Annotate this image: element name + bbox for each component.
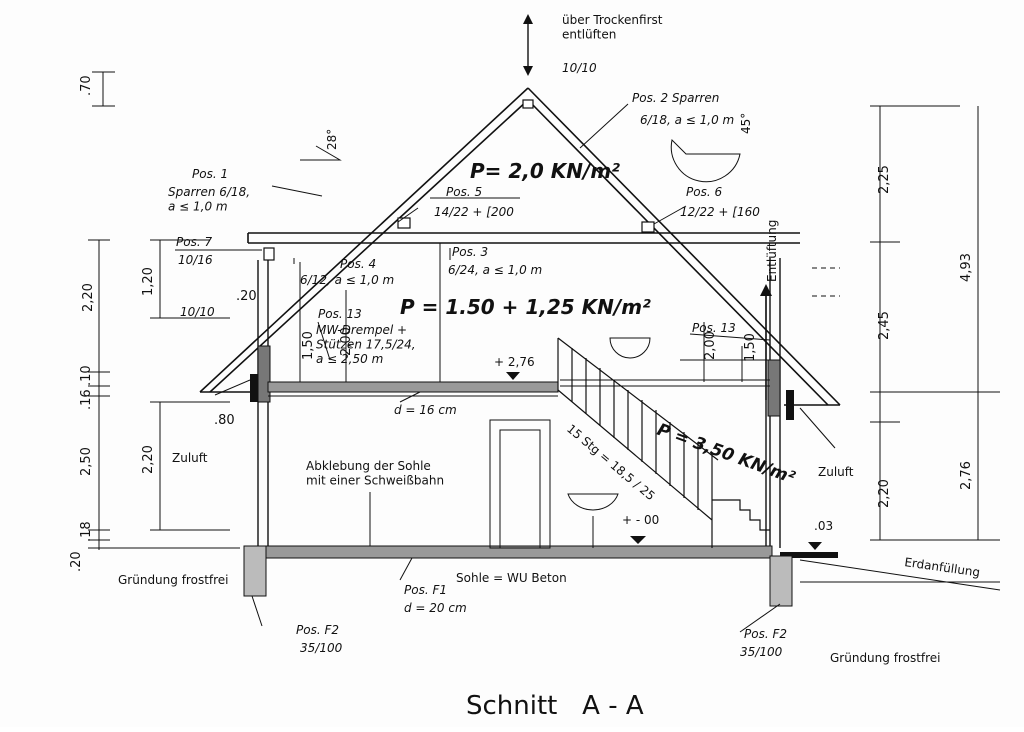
foundation-left-label: Gründung frostfrei xyxy=(118,573,229,587)
upper-floor-slab xyxy=(267,381,559,393)
level-marker-ground xyxy=(630,536,646,544)
foundation-left xyxy=(243,545,267,597)
dim-left-1: 1,20 xyxy=(141,267,156,296)
posF1-detail: d = 20 cm xyxy=(404,601,467,615)
supply-air-left: Zuluft xyxy=(172,451,208,465)
pos7-detail: 10/16 xyxy=(178,253,213,267)
pos3-label: Pos. 3 xyxy=(452,245,488,259)
pos6-detail: 12/22 + [160 xyxy=(680,205,760,219)
pos13-left-label: Pos. 13 xyxy=(318,307,362,321)
pos1-detail: Sparren 6/18,a ≤ 1,0 m xyxy=(168,185,250,213)
load-floor: P = 1.50 + 1,25 KN/m² xyxy=(400,295,651,319)
dim-right-inner-0: 2,25 xyxy=(877,165,892,194)
outside-slab xyxy=(780,552,838,558)
pos7-label: Pos. 7 xyxy=(176,235,212,249)
drempel-right xyxy=(767,359,781,417)
posF2-left-detail: 35/100 xyxy=(300,641,343,655)
pos1-label: Pos. 1 xyxy=(192,167,228,181)
leader-lines xyxy=(175,103,836,633)
dim-right-outer-1: 2,76 xyxy=(959,461,974,490)
posF2-right-detail: 35/100 xyxy=(740,645,783,659)
small-10-10: 10/10 xyxy=(180,305,215,319)
ridge-purlin xyxy=(522,99,534,109)
dim-right-outer-0: 4,93 xyxy=(959,253,974,282)
backfill-label: Erdanfüllung xyxy=(904,555,981,579)
pos5-detail: 14/22 + [200 xyxy=(434,205,514,219)
dim-left-0: .70 xyxy=(79,75,94,96)
eave-block-right xyxy=(786,390,794,420)
dim-left-7: 2,20 xyxy=(141,445,156,474)
level-upper: + 2,76 xyxy=(494,355,535,369)
dim-left-3: .20 xyxy=(236,289,257,304)
angle-symbols xyxy=(300,138,741,183)
supply-air-right: Zuluft xyxy=(818,465,854,479)
purlin-pos7 xyxy=(263,247,275,261)
pos5-label: Pos. 5 xyxy=(446,185,482,199)
dim-left-10: .20 xyxy=(69,551,84,572)
pos4-label: Pos. 4 xyxy=(340,257,376,271)
dim-left-6: .80 xyxy=(214,413,235,428)
foundation-right-label: Gründung frostfrei xyxy=(830,651,941,665)
drawing-title: Schnitt A - A xyxy=(466,691,644,721)
dim-inner-3: 1,50 xyxy=(743,333,758,362)
level-marker-outside xyxy=(808,542,822,550)
drempel-left xyxy=(257,345,271,403)
roof-structure xyxy=(199,87,841,406)
dim-right-inner-1: 2,45 xyxy=(877,311,892,340)
pos13-left-detail: MW-Drempel +Stützen 17,5/24,a ≤ 2,50 m xyxy=(316,323,416,366)
interior xyxy=(439,243,770,549)
purlin-pos6 xyxy=(641,221,655,233)
pos2-label: Pos. 2 Sparren xyxy=(632,91,719,105)
dim-inner-0: 1,50 xyxy=(301,331,316,360)
eave-block-left xyxy=(250,374,258,402)
slab-label: Sohle = WU Beton xyxy=(456,571,567,585)
purlin-pos5 xyxy=(397,217,411,229)
pos2-detail: 6/18, a ≤ 1,0 m xyxy=(640,113,734,127)
dim-left-5: .10 xyxy=(79,365,94,386)
ridge-size: 10/10 xyxy=(562,61,597,75)
posF2-left-label: Pos. F2 xyxy=(296,623,339,637)
dim-inner-1: 2,00 xyxy=(339,327,354,356)
pos4-detail: 6/12, a ≤ 1,0 m xyxy=(300,273,394,287)
dim-inner-2: 2,00 xyxy=(703,331,718,360)
dim-left-2: 2,20 xyxy=(81,283,96,312)
dim-right-inner-2: 2,20 xyxy=(877,479,892,508)
staircase xyxy=(557,337,770,548)
pos6-label: Pos. 6 xyxy=(686,185,722,199)
dimension-lines xyxy=(88,71,1000,583)
level-outside: .03 xyxy=(814,519,833,533)
ventilation-label: Entlüftung xyxy=(765,220,779,282)
level-ground: + - 00 xyxy=(622,513,659,527)
dim-left-4: .16 xyxy=(79,389,94,410)
posF2-right-label: Pos. F2 xyxy=(744,627,787,641)
roof-angle-left: 28° xyxy=(325,129,339,150)
roof-angle-right: 45° xyxy=(739,113,753,134)
posF1-label: Pos. F1 xyxy=(404,583,447,597)
load-stairs: P = 3,50 KN/m² xyxy=(654,420,798,489)
slab-thickness-upper: d = 16 cm xyxy=(394,403,457,417)
pos13-right-label: Pos. 13 xyxy=(692,321,736,335)
dim-left-8: 2,50 xyxy=(79,447,94,476)
dim-left-9: .18 xyxy=(79,521,94,542)
pos3-detail: 6/24, a ≤ 1,0 m xyxy=(448,263,542,277)
foundation-right xyxy=(769,555,793,607)
load-roof: P= 2,0 KN/m² xyxy=(470,159,620,183)
level-marker-upper xyxy=(506,372,520,380)
